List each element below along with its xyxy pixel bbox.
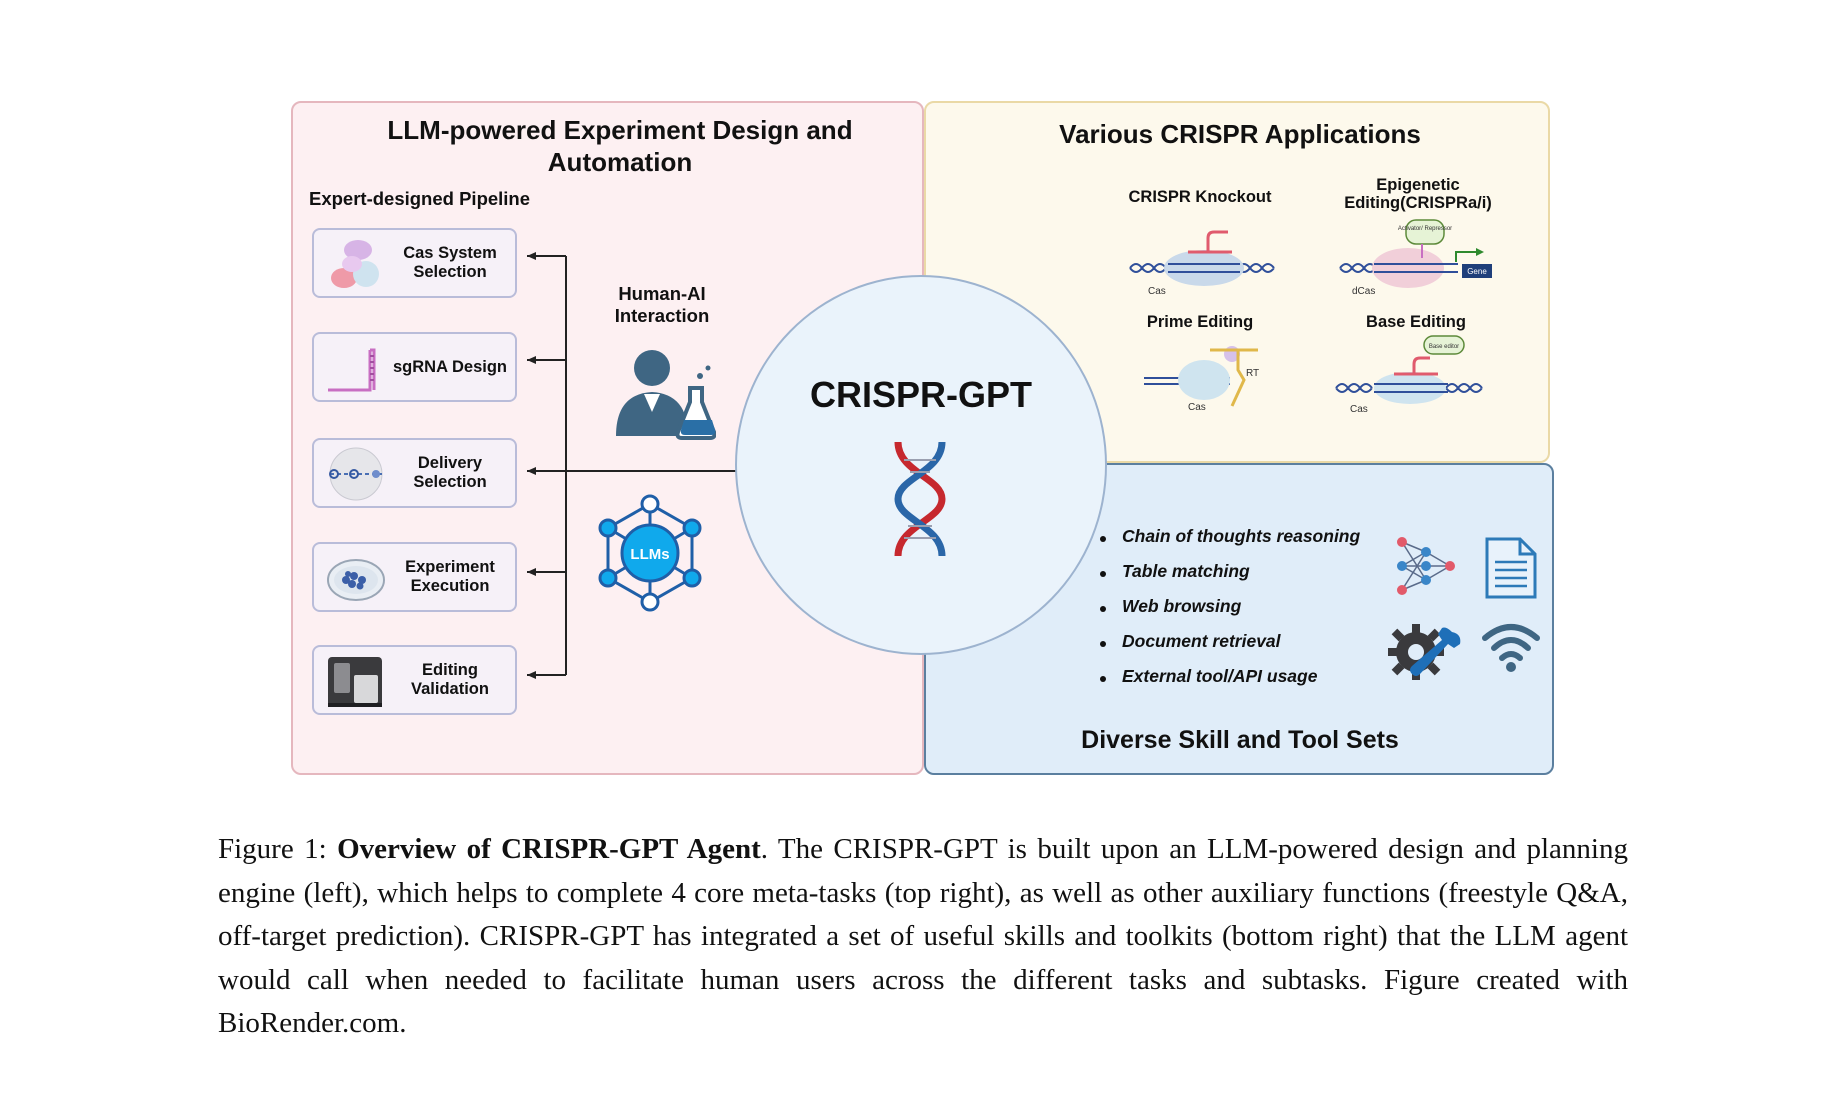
sequencer-icon bbox=[328, 657, 382, 707]
skill-bullet bbox=[1100, 536, 1106, 542]
gene-label: Gene bbox=[1467, 267, 1487, 276]
app-label-base: Base Editing bbox=[1366, 313, 1466, 331]
epigenetic-callout: Activator/ Repressor bbox=[1398, 226, 1452, 232]
step-editing-validation: Editing Validation bbox=[312, 645, 517, 715]
rt-label: RT bbox=[1246, 368, 1259, 379]
step-label: Experiment Execution bbox=[405, 558, 495, 595]
base-editing-illustration: Base editor Cas bbox=[1335, 335, 1483, 414]
figure-caption: Figure 1: Overview of CRISPR-GPT Agent. … bbox=[218, 828, 1628, 1046]
knockout-enzyme-label: Cas bbox=[1148, 286, 1166, 296]
scientist-icon bbox=[616, 350, 716, 440]
base-enzyme-label: Cas bbox=[1350, 404, 1368, 414]
skill-bullet bbox=[1100, 676, 1106, 682]
skill-item: Table matching bbox=[1122, 561, 1250, 581]
delivery-icon bbox=[329, 447, 383, 501]
step-sgrna-design: sgRNA Design bbox=[312, 332, 517, 402]
epigenetic-illustration: Activator/ Repressor Gene dCas bbox=[1339, 219, 1492, 297]
crispr-gpt-title: CRISPR-GPT bbox=[809, 374, 1032, 415]
knockout-illustration: Cas bbox=[1129, 230, 1275, 296]
skill-item: Document retrieval bbox=[1122, 631, 1281, 651]
app-label-knockout: CRISPR Knockout bbox=[1128, 188, 1272, 206]
sgrna-icon bbox=[328, 348, 376, 392]
app-label-epigenetic: Epigenetic Editing(CRISPRa/i) bbox=[1328, 176, 1508, 212]
human-ai-label: Human-AI Interaction bbox=[614, 283, 710, 326]
step-label: Editing Validation bbox=[411, 661, 489, 698]
caption-text: . The CRISPR-GPT is built upon an LLM-po… bbox=[218, 833, 1628, 1039]
step-label: Cas System Selection bbox=[403, 244, 497, 281]
skills-panel-title: Diverse Skill and Tool Sets bbox=[1081, 726, 1399, 754]
skill-item: Web browsing bbox=[1122, 596, 1242, 616]
caption-figure-label: Figure 1: bbox=[218, 833, 327, 865]
llm-badge: LLMs bbox=[630, 546, 669, 563]
document-icon bbox=[1485, 537, 1537, 599]
skill-item: External tool/API usage bbox=[1122, 666, 1318, 686]
skill-bullet bbox=[1100, 606, 1106, 612]
wifi-icon bbox=[1482, 624, 1540, 672]
app-label-epigenetic-text: Epigenetic Editing(CRISPRa/i) bbox=[1344, 176, 1492, 212]
caption-title: Overview of CRISPR-GPT Agent bbox=[337, 833, 761, 865]
step-cas-selection: Cas System Selection bbox=[312, 228, 517, 298]
llm-network-icon: LLMs bbox=[598, 494, 702, 612]
skill-item: Chain of thoughts reasoning bbox=[1122, 526, 1361, 546]
step-delivery-selection: Delivery Selection bbox=[312, 438, 517, 508]
skill-bullet bbox=[1100, 571, 1106, 577]
skill-bullet bbox=[1100, 641, 1106, 647]
petri-dish-icon bbox=[327, 559, 385, 601]
neural-network-icon bbox=[1397, 537, 1455, 595]
protein-icon bbox=[331, 240, 379, 288]
pipeline-panel-title: LLM-powered Experiment Design and Automa… bbox=[387, 115, 853, 177]
gear-wrench-icon bbox=[1388, 624, 1461, 680]
dna-helix-icon bbox=[894, 441, 946, 557]
prime-editing-illustration: RT Cas bbox=[1144, 346, 1259, 413]
applications-panel-title: Various CRISPR Applications bbox=[1059, 119, 1421, 149]
prime-enzyme-label: Cas bbox=[1188, 402, 1206, 413]
step-label: Delivery Selection bbox=[413, 454, 487, 491]
epigenetic-enzyme-label: dCas bbox=[1352, 286, 1375, 297]
crispr-gpt-hub bbox=[735, 275, 1107, 655]
app-label-prime: Prime Editing bbox=[1146, 313, 1254, 331]
pipeline-subtitle: Expert-designed Pipeline bbox=[309, 188, 531, 209]
step-label: sgRNA Design bbox=[393, 357, 507, 376]
base-editor-callout: Base editor bbox=[1429, 344, 1459, 350]
step-experiment-execution: Experiment Execution bbox=[312, 542, 517, 612]
